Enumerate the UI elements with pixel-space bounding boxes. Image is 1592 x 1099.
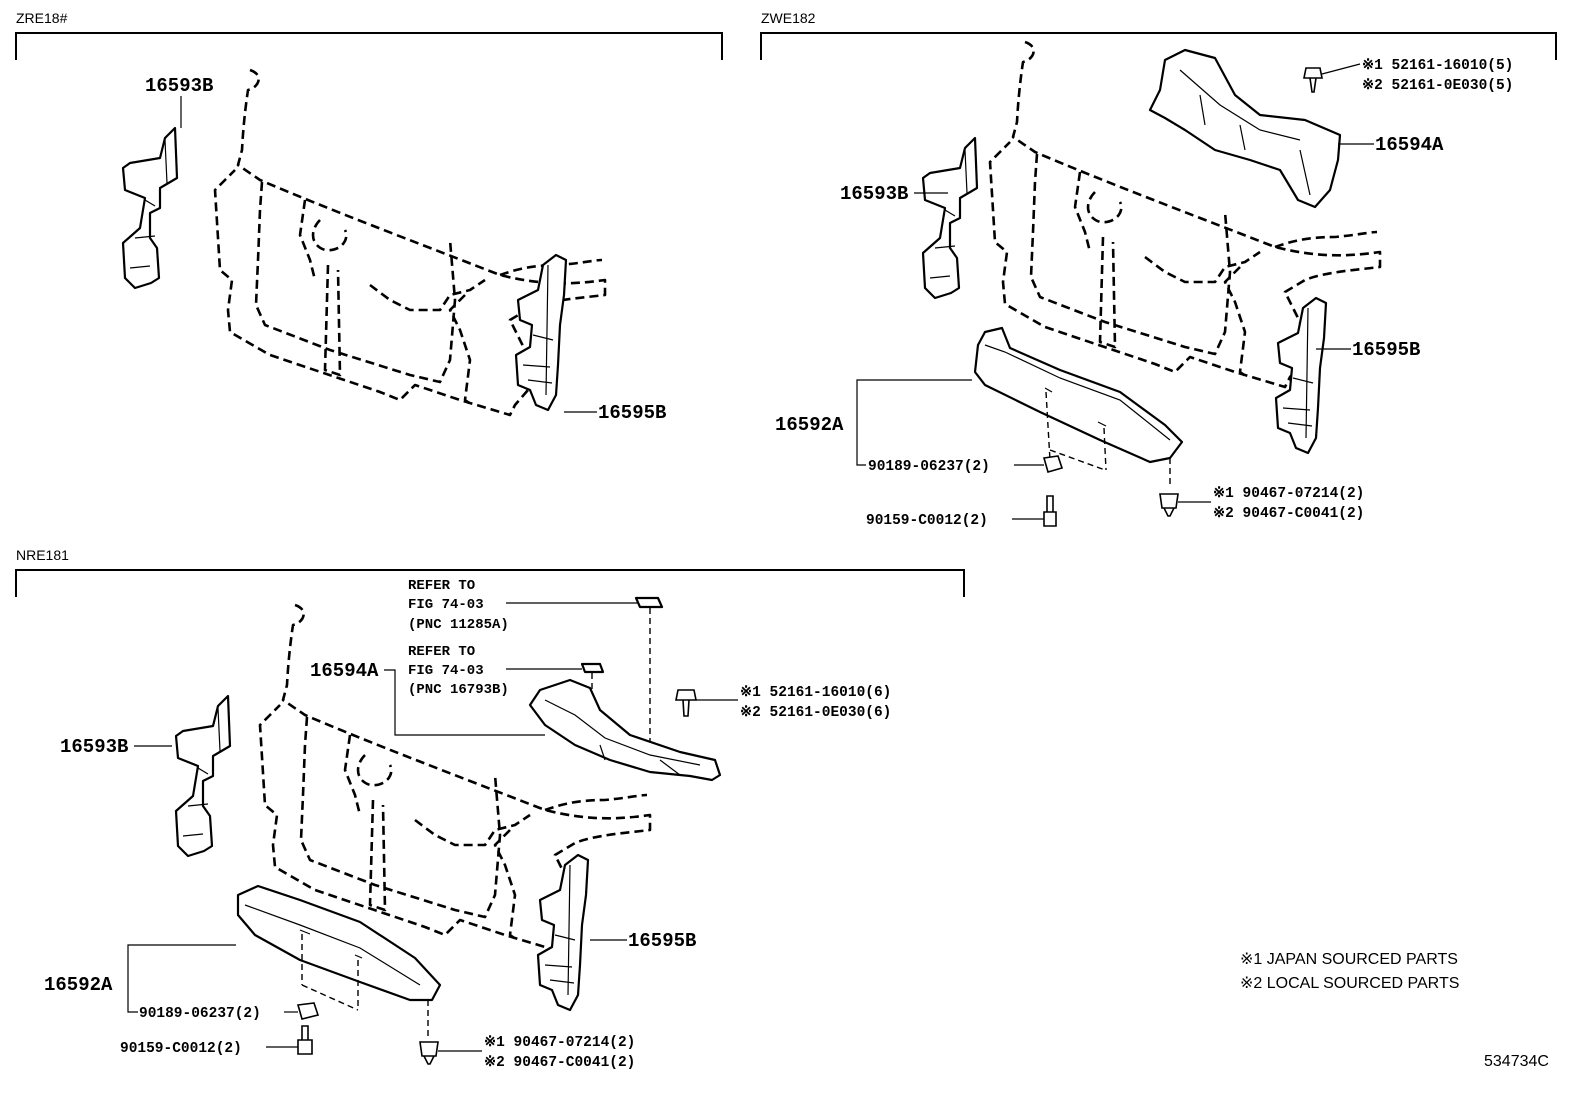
leader-16592a-nre	[127, 944, 236, 1013]
seal-pad-icon-1	[634, 596, 664, 609]
upper-seal-zwe	[1148, 48, 1342, 209]
part-number-16593b-zre: 16593B	[145, 75, 213, 97]
screw-icon-nre	[419, 1041, 439, 1065]
bolt-icon-nre	[297, 1025, 313, 1055]
section-bracket-zwe	[760, 32, 1557, 60]
nut-icon-nre	[296, 1002, 320, 1020]
section-zwe: ZWE182 16593B ※1 52161-16010(5) ※2 52161…	[760, 10, 1557, 529]
refer-note-1-line2: FIG 74-03	[408, 597, 484, 613]
leader-16592a-zwe	[856, 379, 972, 466]
air-guide-left-zwe	[921, 136, 979, 300]
air-guide-left-nre	[174, 694, 232, 858]
part-number-nut-zwe: 90189-06237(2)	[868, 459, 990, 475]
section-nre: NRE181 REFER TO FIG 74-03 (PNC 11285A) R…	[15, 547, 965, 1071]
upper-seal-nre	[528, 678, 722, 782]
section-label-nre: NRE181	[16, 547, 69, 563]
figure-id: 534734C	[1484, 1053, 1549, 1070]
part-number-16593b-nre: 16593B	[60, 736, 128, 758]
section-bracket-nre	[15, 569, 965, 597]
part-number-clip2-zwe: ※2 52161-0E030(5)	[1362, 77, 1513, 94]
legend-note-local: ※2 LOCAL SOURCED PARTS	[1240, 975, 1459, 992]
lower-cover-nre	[236, 884, 442, 1002]
legend-note-japan: ※1 JAPAN SOURCED PARTS	[1240, 951, 1458, 968]
refer-note-1-line1: REFER TO	[408, 578, 475, 594]
refer-note-2-line3: (PNC 16793B)	[408, 682, 509, 698]
screw-icon-zwe	[1159, 493, 1179, 517]
clip-icon-zwe	[1303, 67, 1323, 93]
part-number-nut-nre: 90189-06237(2)	[139, 1006, 261, 1022]
part-number-screw1-nre: ※1 90467-07214(2)	[484, 1034, 635, 1051]
part-number-16594a-zwe: 16594A	[1375, 134, 1444, 156]
part-number-screw2-zwe: ※2 90467-C0041(2)	[1213, 505, 1364, 522]
part-number-bolt-zwe: 90159-C0012(2)	[866, 513, 988, 529]
lower-cover-zwe	[973, 326, 1184, 464]
part-number-bolt-nre: 90159-C0012(2)	[120, 1041, 242, 1057]
part-number-16592a-zwe: 16592A	[775, 414, 844, 436]
section-label-zre: ZRE18#	[16, 10, 68, 26]
refer-note-2-line2: FIG 74-03	[408, 663, 484, 679]
air-guide-right-zwe	[1274, 296, 1328, 455]
refer-note-2-line1: REFER TO	[408, 644, 475, 660]
air-guide-left-zre	[121, 126, 179, 290]
bolt-icon-zwe	[1043, 495, 1057, 527]
part-number-16595b-zwe: 16595B	[1352, 339, 1420, 361]
part-number-screw1-zwe: ※1 90467-07214(2)	[1213, 485, 1364, 502]
part-number-screw2-nre: ※2 90467-C0041(2)	[484, 1054, 635, 1071]
clip-icon-nre	[675, 689, 697, 717]
leader-16594a-nre	[384, 669, 545, 736]
part-number-16592a-nre: 16592A	[44, 974, 113, 996]
nut-icon-zwe	[1042, 455, 1064, 473]
part-number-clip2-nre: ※2 52161-0E030(6)	[740, 704, 891, 721]
refer-note-1-line3: (PNC 11285A)	[408, 617, 509, 633]
air-guide-right-zre	[514, 253, 568, 412]
air-guide-right-nre	[536, 853, 590, 1012]
part-number-16593b-zwe: 16593B	[840, 183, 908, 205]
part-number-clip1-zwe: ※1 52161-16010(5)	[1362, 57, 1513, 74]
part-number-16594a-nre: 16594A	[310, 660, 379, 682]
part-number-16595b-zre: 16595B	[598, 402, 666, 424]
section-label-zwe: ZWE182	[761, 10, 816, 26]
section-bracket-zre	[15, 32, 723, 60]
part-number-16595b-nre: 16595B	[628, 930, 696, 952]
section-zre: ZRE18# 16593B 16595B	[15, 10, 723, 424]
part-number-clip1-nre: ※1 52161-16010(6)	[740, 684, 891, 701]
legend: ※1 JAPAN SOURCED PARTS ※2 LOCAL SOURCED …	[1240, 951, 1459, 992]
leader-clip-zwe	[1321, 63, 1361, 75]
seal-pad-icon-2	[580, 662, 605, 674]
